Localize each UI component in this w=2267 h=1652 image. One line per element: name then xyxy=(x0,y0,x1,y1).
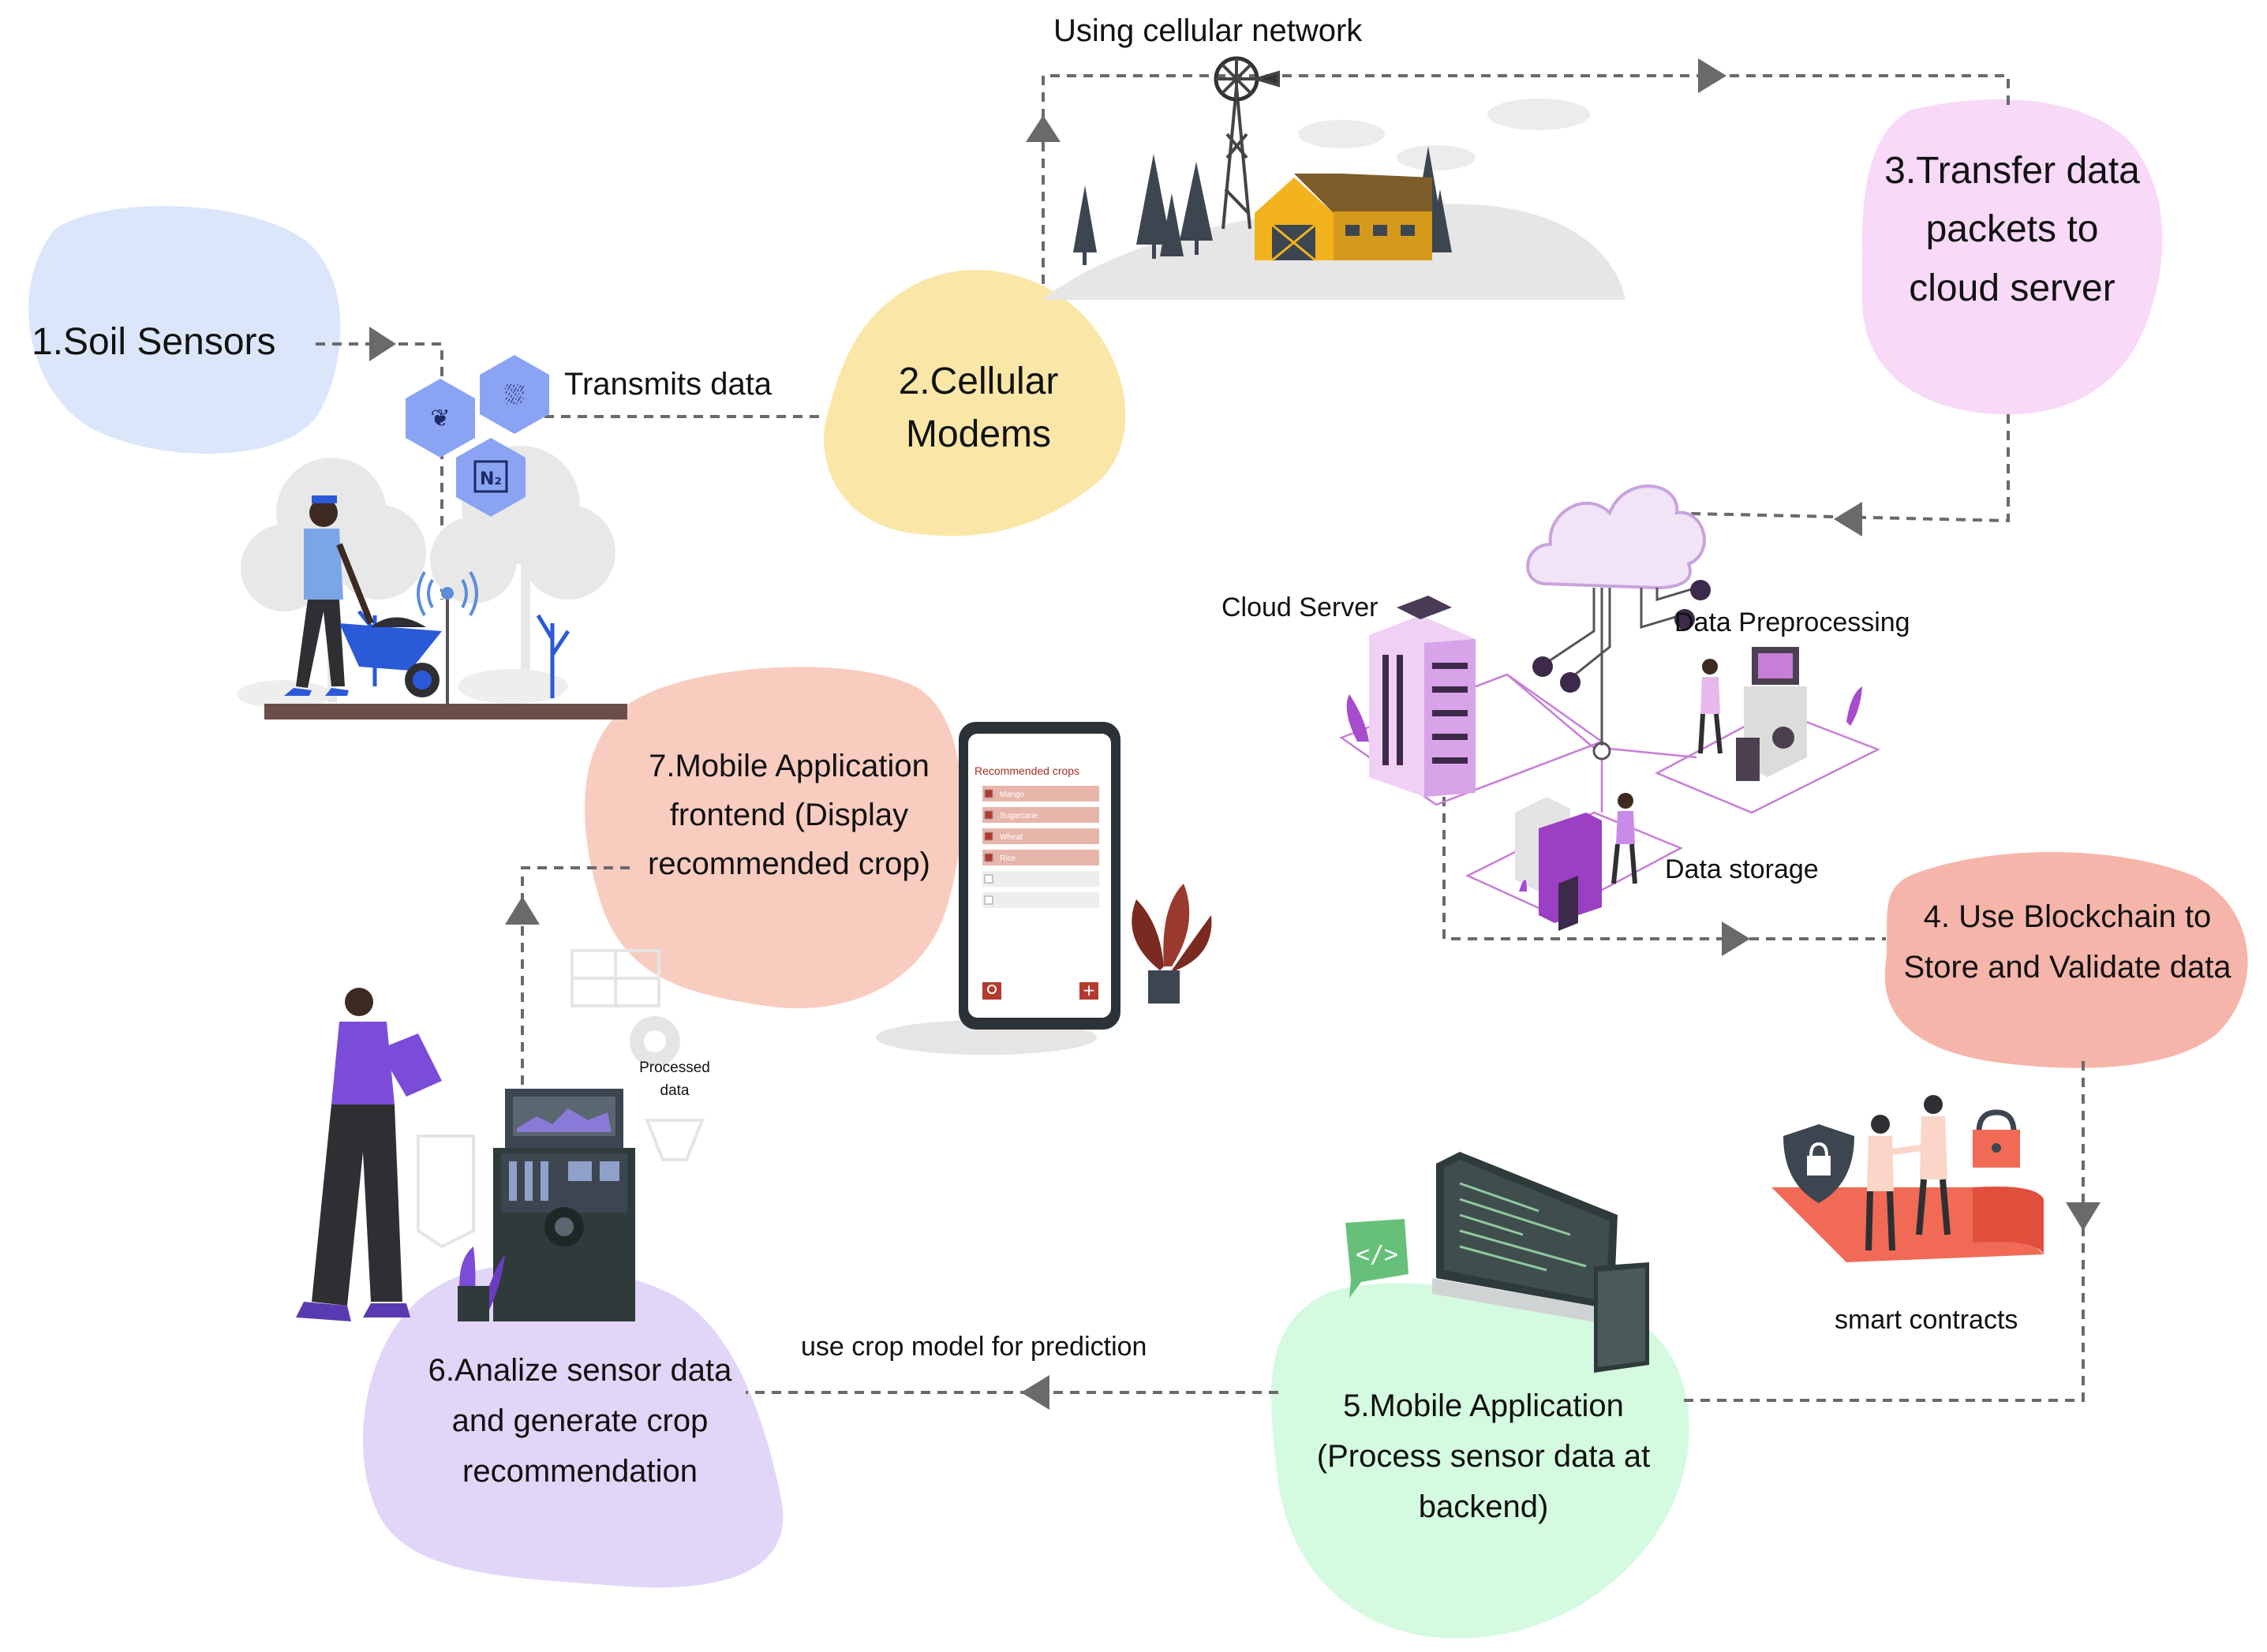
blob-cellular-modems xyxy=(824,270,1126,536)
arrowhead-s1 xyxy=(369,327,396,361)
transmits-data-label: Transmits data xyxy=(564,367,773,402)
arrowhead-up-network xyxy=(1026,115,1061,142)
step-1-label: 1.Soil Sensors xyxy=(32,321,276,363)
windmill-icon xyxy=(1214,56,1280,230)
shield-lock-icon xyxy=(1783,1124,1854,1203)
crop-name: Sugarcane xyxy=(1000,812,1038,820)
crop-row[interactable] xyxy=(982,850,1099,865)
barn-icon xyxy=(1255,174,1432,262)
crop-name: Rice xyxy=(1000,854,1016,863)
data-storage-label: Data storage xyxy=(1665,854,1819,884)
svg-text:</>: </> xyxy=(1356,1241,1398,1269)
step-7-label: 7.Mobile Application frontend (Display r… xyxy=(648,749,930,881)
cloud-icon xyxy=(1526,484,1706,590)
code-bubble-icon xyxy=(1345,1219,1408,1298)
empty-row[interactable] xyxy=(982,871,1099,887)
svg-text:⛆: ⛆ xyxy=(504,380,525,410)
wheelbarrow-icon xyxy=(339,617,442,697)
crop-checkbox[interactable] xyxy=(984,874,993,884)
blob-transfer-cloud xyxy=(1861,99,2163,415)
analysis-machine-icon xyxy=(493,1089,635,1321)
empty-row[interactable] xyxy=(982,892,1099,908)
arrowhead-right-network xyxy=(1698,58,1726,93)
search-button[interactable] xyxy=(982,982,1001,1000)
arrowhead-down-contracts xyxy=(2066,1202,2101,1231)
crop-checkbox[interactable] xyxy=(984,895,993,905)
arrowhead-up-frontend xyxy=(505,896,540,925)
processed-data-label: Processed data xyxy=(639,1060,710,1099)
step-2-label: 2.Cellular Modems xyxy=(898,361,1059,456)
blob-soil-sensors xyxy=(28,206,341,454)
blob-blockchain xyxy=(1884,852,2248,1068)
crop-row[interactable] xyxy=(982,807,1099,823)
sensor-probe-icon xyxy=(417,570,478,704)
preprocessing-machine-icon xyxy=(1698,647,1862,781)
arrowhead-left-cloud xyxy=(1834,502,1862,536)
connector-network-up xyxy=(1042,74,2010,284)
analysis-illustration xyxy=(296,949,705,1321)
crop-row[interactable] xyxy=(982,786,1099,802)
crop-row[interactable] xyxy=(982,828,1099,844)
cloud-server-label: Cloud Server xyxy=(1221,592,1379,622)
farmer-figure xyxy=(284,495,374,696)
engineer-figure xyxy=(296,988,442,1321)
watering-hex-icon: ⛆ xyxy=(480,355,549,434)
crop-checkbox[interactable] xyxy=(984,853,993,862)
svg-text:N₂: N₂ xyxy=(480,469,502,489)
server-rack-icon xyxy=(1369,596,1476,797)
connector-analyze-frontend xyxy=(521,866,631,1085)
crop-model-label: use crop model for prediction xyxy=(801,1332,1147,1362)
connector-blockchain-contracts xyxy=(1681,1061,2085,1402)
arrowhead-right-blockchain xyxy=(1722,921,1750,956)
handshake-figures xyxy=(1865,1095,1951,1251)
padlock-icon xyxy=(1973,1109,2020,1168)
computer-illustration: </> xyxy=(1345,1152,1649,1373)
smart-contracts-label: smart contracts xyxy=(1835,1305,2018,1335)
phone-header: Recommended crops xyxy=(975,764,1080,777)
blob-mobile-frontend xyxy=(584,667,963,1009)
crop-name: Wheat xyxy=(1000,833,1023,842)
seedling-hex-icon: ❦ xyxy=(406,379,475,458)
data-preprocessing-label: Data Preprocessing xyxy=(1674,607,1910,637)
svg-text:+: + xyxy=(1083,981,1096,1000)
crop-checkbox[interactable] xyxy=(984,810,993,820)
step-6-label: 6.Analize sensor data and generate crop … xyxy=(428,1353,732,1489)
cellular-network-label: Using cellular network xyxy=(1053,13,1363,48)
add-button[interactable] xyxy=(1079,982,1098,1000)
smart-contracts-illustration xyxy=(1771,1095,2044,1262)
step-3-label: 3.Transfer data packets to cloud server xyxy=(1884,150,2140,309)
data-storage-icon xyxy=(1515,793,1637,931)
step-4-label: 4. Use Blockchain to Store and Validate … xyxy=(1903,899,2231,985)
crop-checkbox[interactable] xyxy=(984,832,993,841)
blob-analyze xyxy=(363,1264,784,1588)
connector-s1-sensor xyxy=(316,342,443,600)
nitrogen-hex-icon: N₂ xyxy=(456,438,526,517)
farm-illustration xyxy=(1042,56,1625,300)
arrowhead-left-analyze xyxy=(1021,1375,1049,1410)
blob-mobile-backend xyxy=(1271,1283,1689,1639)
step-5-label: 5.Mobile Application (Process sensor dat… xyxy=(1316,1389,1651,1524)
potted-plant-icon xyxy=(1132,884,1212,1004)
cloud-illustration xyxy=(1339,484,1881,931)
soil-sensor-illustration: ❦ ⛆ N₂ xyxy=(237,355,627,719)
crop-checkbox[interactable] xyxy=(984,789,993,798)
svg-text:❦: ❦ xyxy=(430,405,450,432)
crop-name: Mango xyxy=(1000,790,1024,799)
connector-cloud-down xyxy=(1656,414,2010,523)
